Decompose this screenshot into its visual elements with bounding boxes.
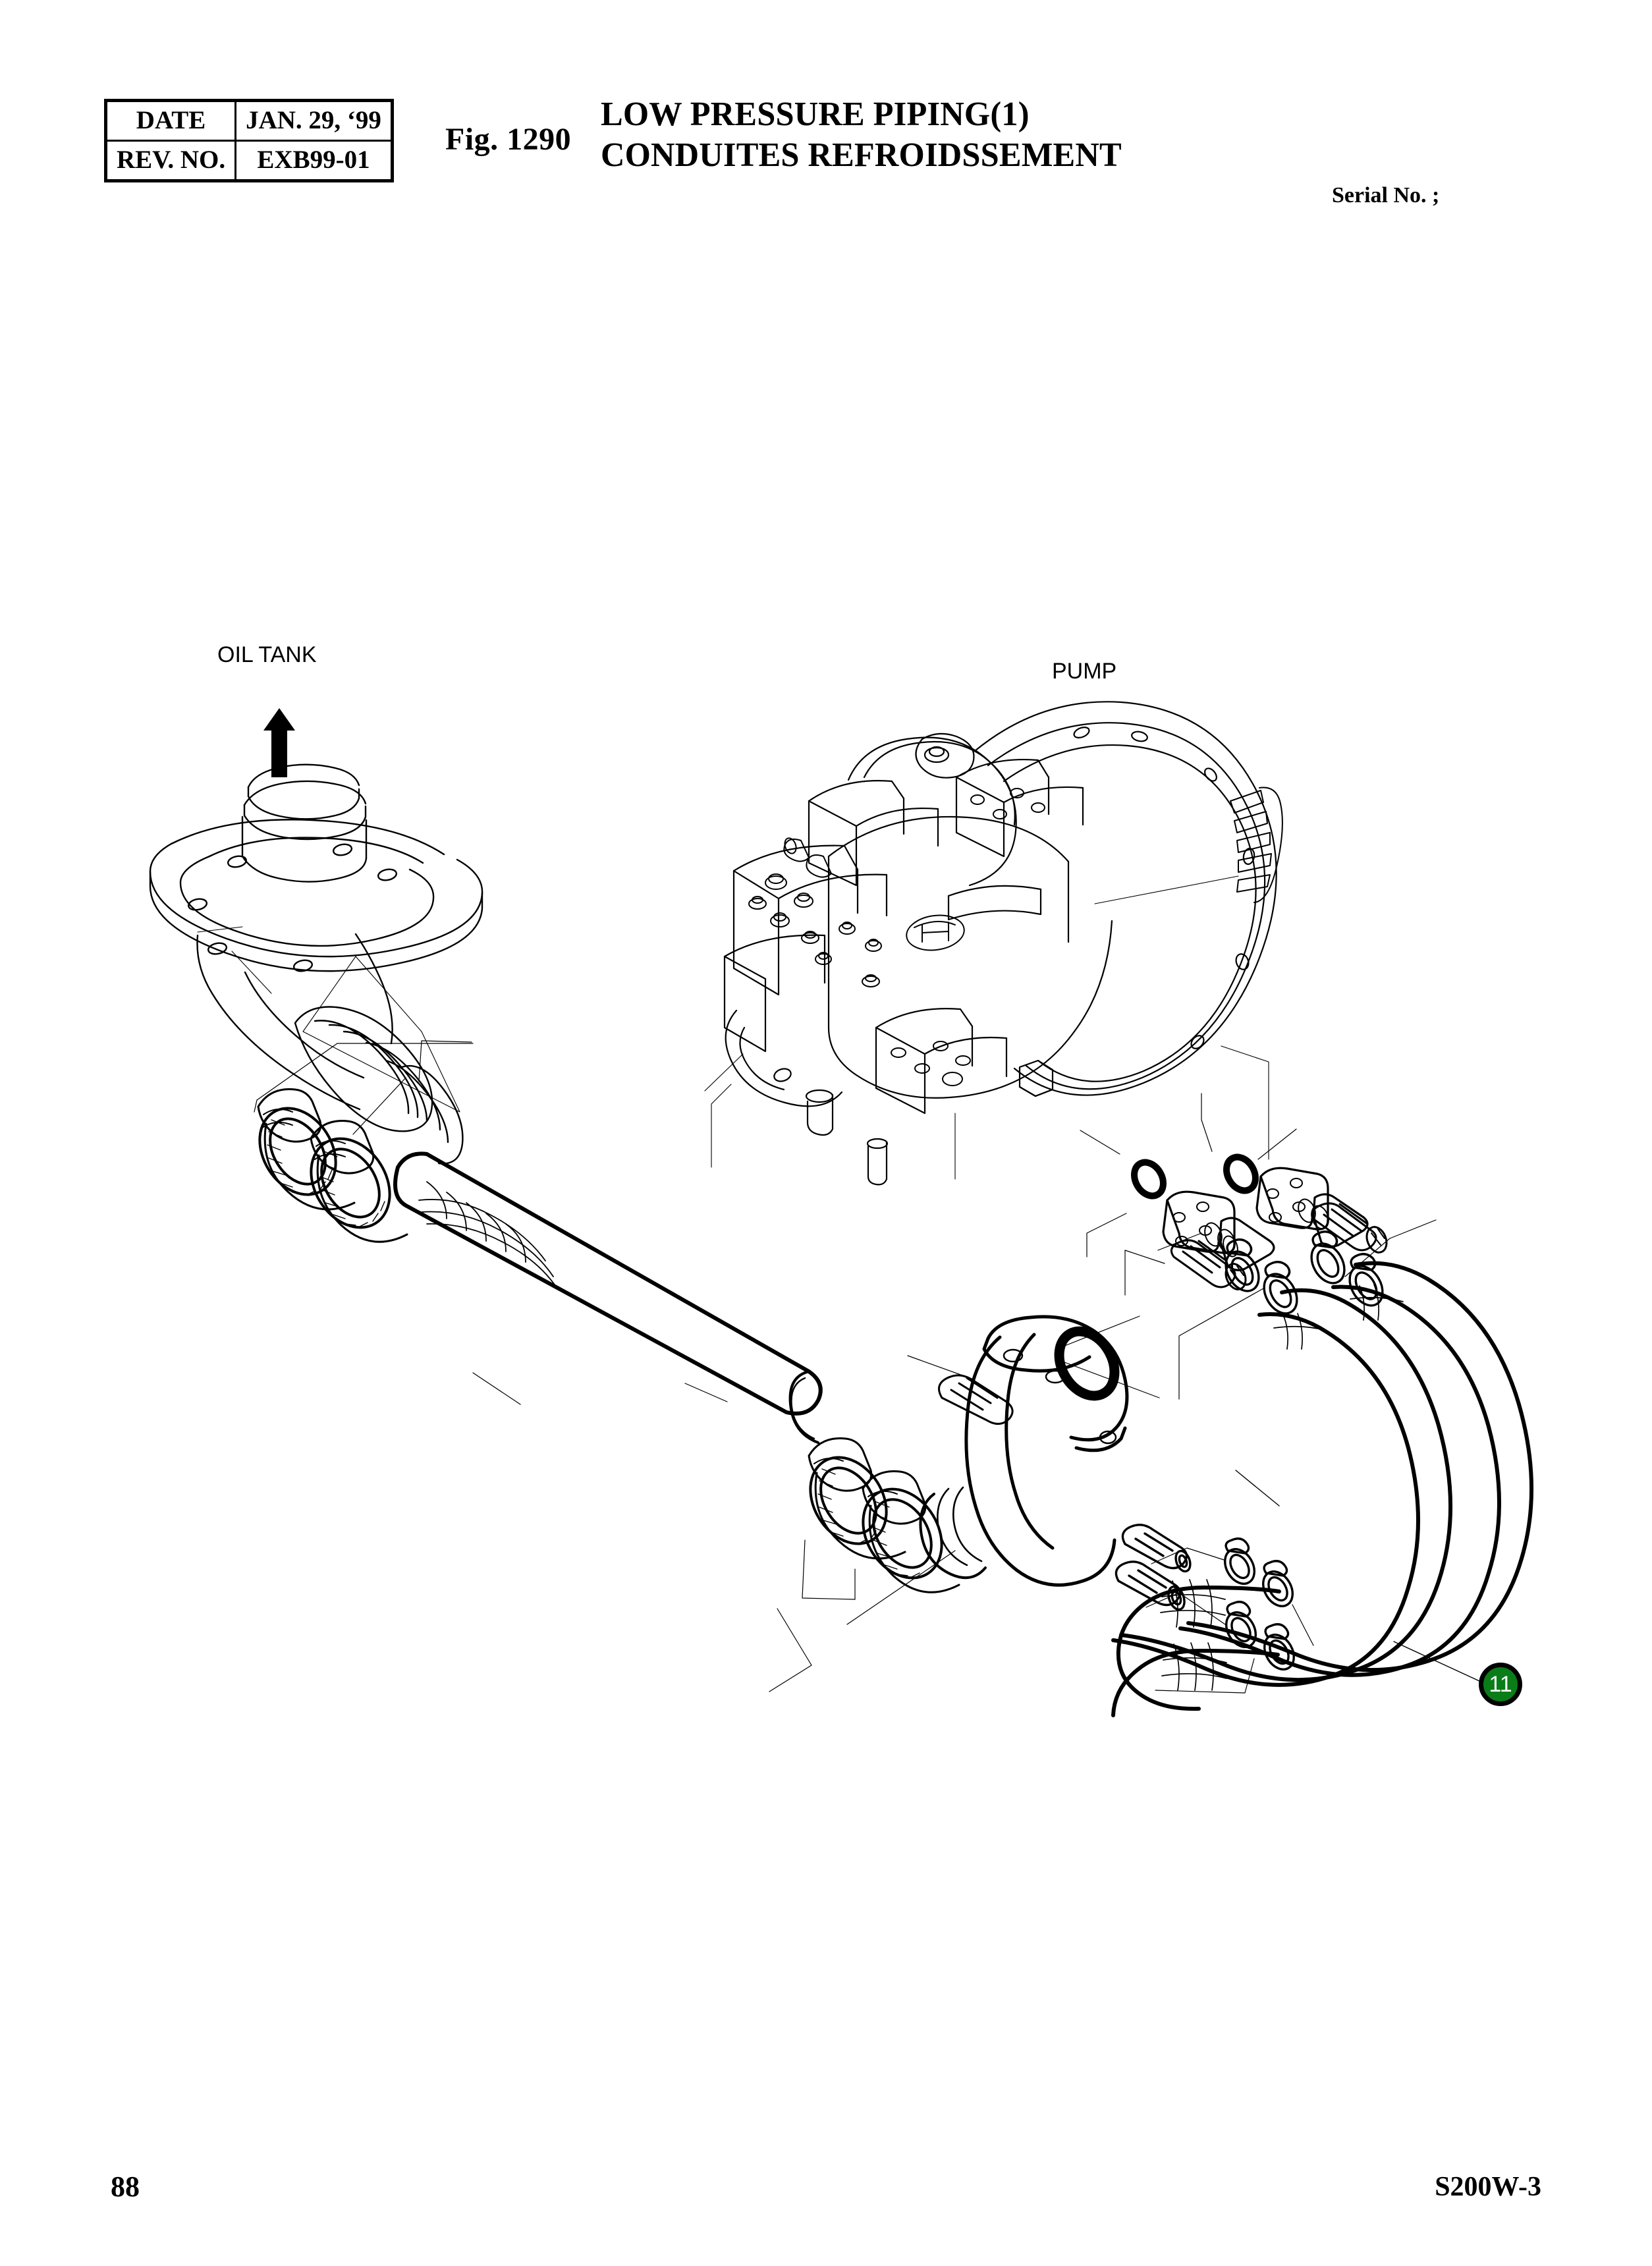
revision-no-value: EXB99-01: [234, 139, 393, 182]
o-ring-seal: [1054, 1326, 1120, 1401]
flange-block-bolted: [1162, 1167, 1369, 1271]
table-row: DATE JAN. 29, ‘99: [104, 99, 393, 142]
revision-no-label: REV. NO.: [104, 139, 237, 182]
oil-tank-arrow-icon: [263, 708, 295, 777]
serial-number-label: Serial No. ;: [1332, 183, 1440, 207]
o-ring-seal: [1131, 1153, 1259, 1200]
suction-hose-large: [393, 1151, 823, 1444]
revision-date-value: JAN. 29, ‘99: [234, 99, 393, 142]
hose-clamp-band: [257, 1088, 408, 1243]
status-badge[interactable]: 11: [1479, 1663, 1522, 1706]
model-code: S200W-3: [1435, 2172, 1541, 2202]
label-oil-tank: OIL TANK: [217, 642, 317, 667]
hydraulic-pump-assembly: [704, 701, 1283, 1186]
page-title-french: CONDUITES REFROIDSSEMENT: [601, 136, 1122, 174]
page-title-english: LOW PRESSURE PIPING(1): [601, 96, 1030, 133]
page-number: 88: [111, 2170, 140, 2203]
small-hose-clamp: [1224, 1230, 1384, 1671]
table-row: REV. NO. EXB99-01: [104, 139, 393, 182]
callout-number: 11: [1489, 1672, 1512, 1697]
hose-clamp-band: [808, 1437, 960, 1593]
revision-table: DATE JAN. 29, ‘99 REV. NO. EXB99-01: [104, 99, 394, 182]
elbow-flange-pipe: [846, 1315, 1192, 1625]
return-hose-curved: [1111, 1261, 1533, 1717]
socket-head-bolt: [1170, 1202, 1388, 1290]
page-title: LOW PRESSURE PIPING(1) CONDUITES REFROID…: [601, 94, 1138, 176]
oil-tank-flange-elbow: [149, 763, 483, 1165]
label-pump: PUMP: [1052, 659, 1117, 684]
figure-number: Fig. 1290: [445, 122, 572, 157]
hose-mesh-texture: [418, 1181, 558, 1289]
revision-date-label: DATE: [104, 99, 237, 142]
hose-mesh-texture: [1160, 1284, 1404, 1691]
